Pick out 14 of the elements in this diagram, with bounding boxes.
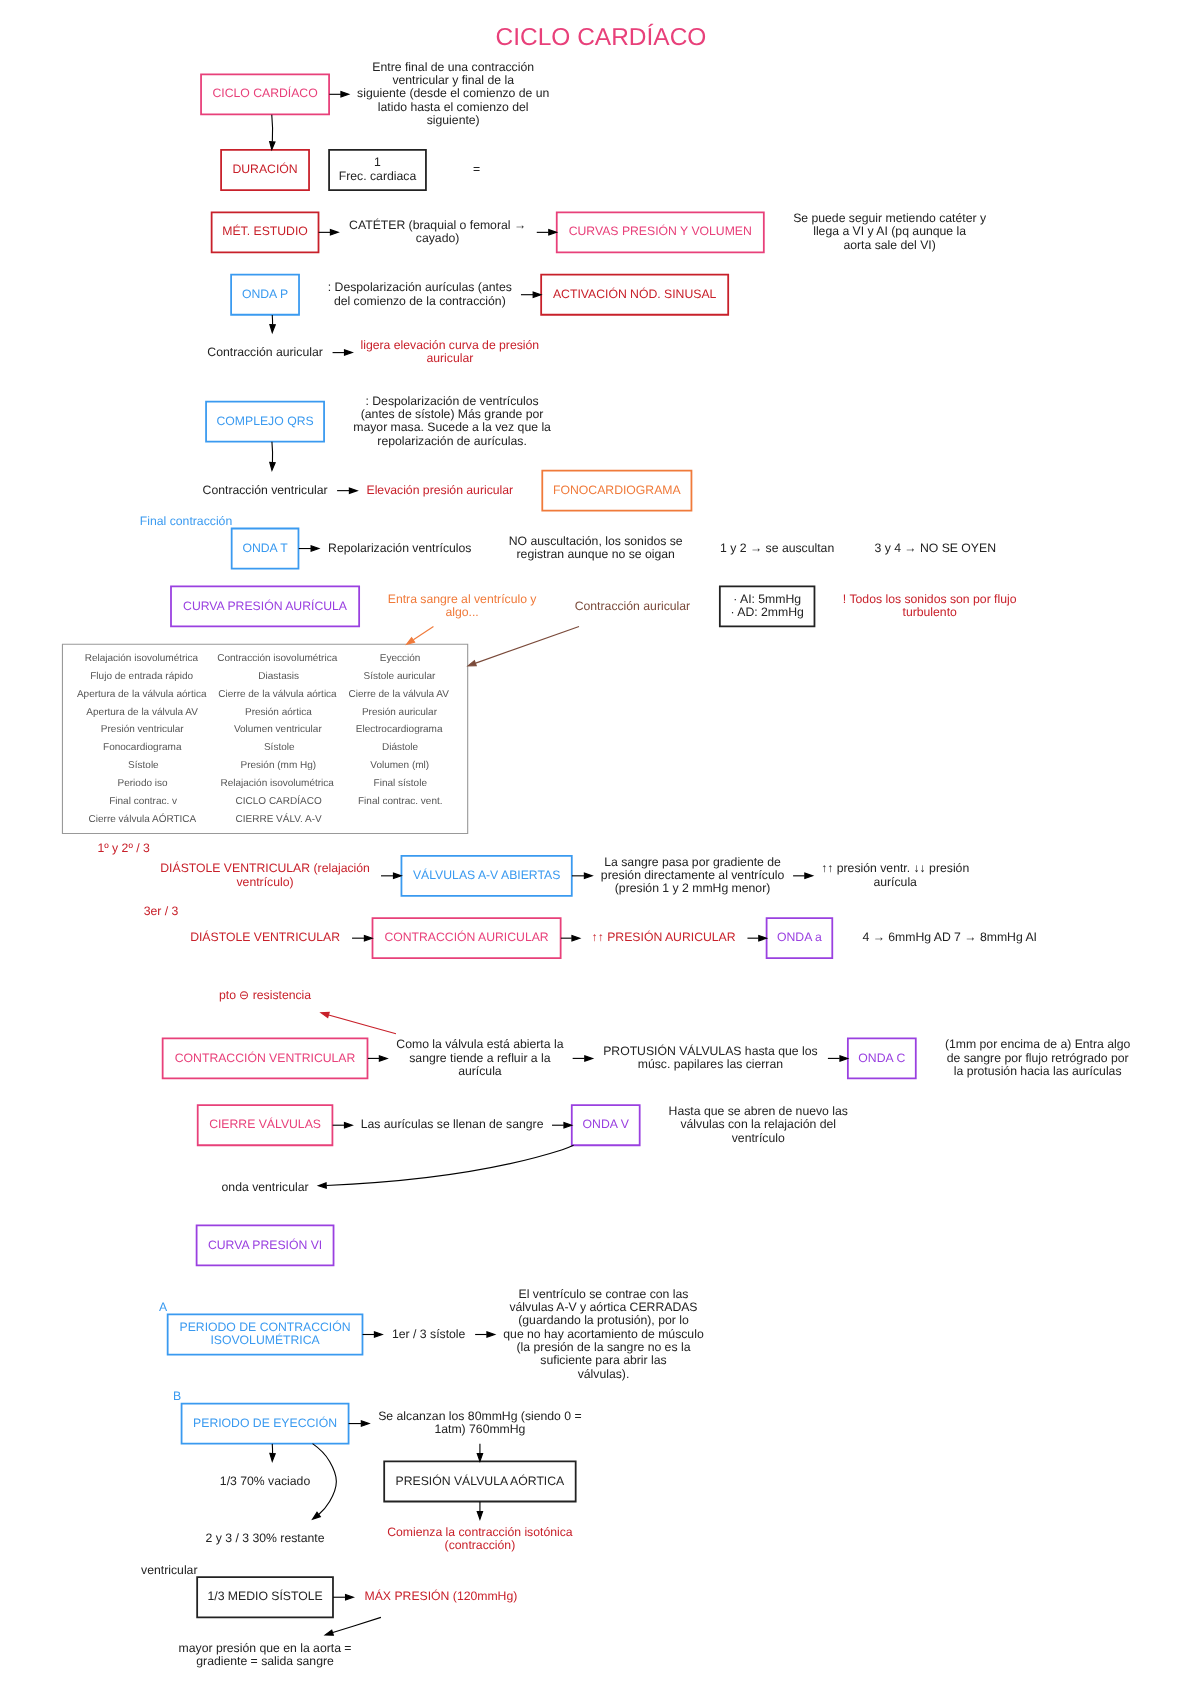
arrow (315, 1144, 574, 1189)
arrow (268, 1443, 276, 1464)
arrow (465, 625, 579, 667)
arrow (745, 934, 768, 942)
arrow (268, 314, 276, 335)
arrow (475, 1443, 483, 1464)
arrow (475, 1501, 483, 1521)
arrow (318, 1011, 396, 1035)
arrow (322, 1616, 381, 1636)
diagram-title: CICLO CARDÍACO (494, 22, 706, 51)
arrow (267, 114, 275, 152)
arrow (310, 1443, 336, 1521)
arrow (268, 441, 275, 472)
arrow (404, 625, 433, 646)
